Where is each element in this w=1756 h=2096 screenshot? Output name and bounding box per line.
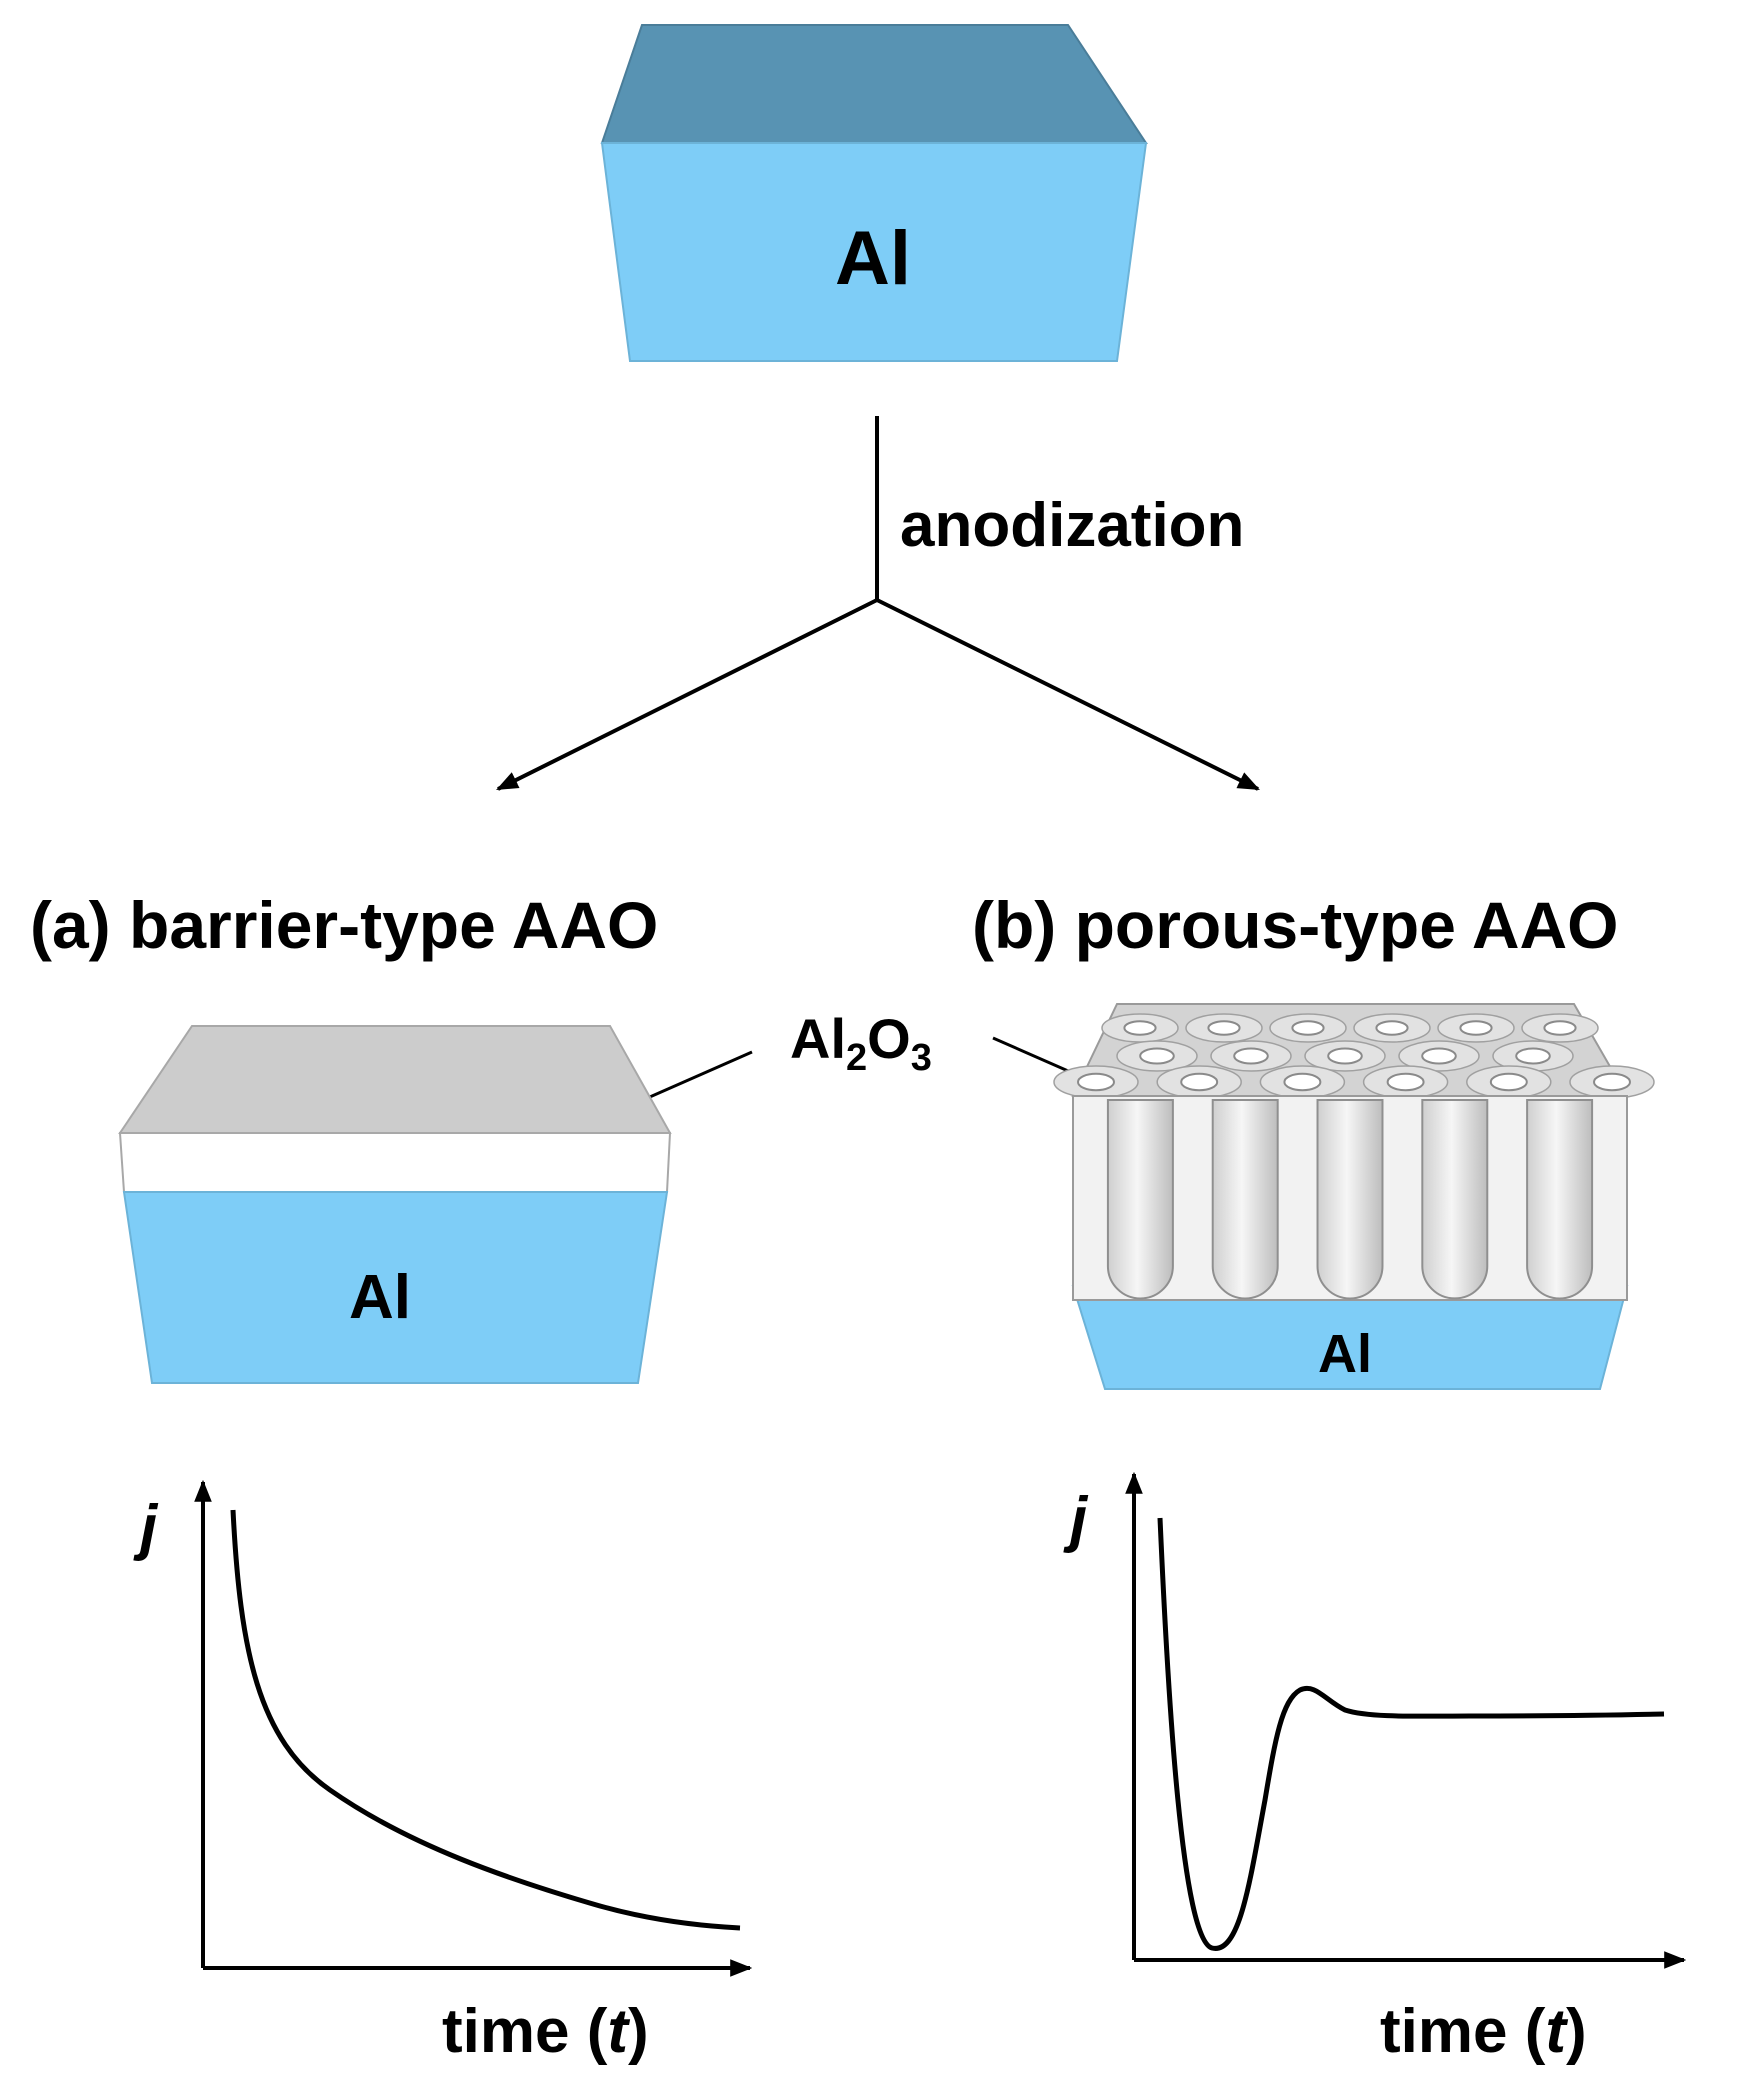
pore-opening bbox=[1291, 1020, 1325, 1036]
pore-opening bbox=[1386, 1072, 1425, 1092]
pore-opening bbox=[1233, 1047, 1269, 1065]
chart-a: j time (t) bbox=[133, 1479, 753, 2066]
chart-a-xlabel-prefix: time ( bbox=[442, 1997, 608, 2066]
chart-a-ylabel: j bbox=[133, 1493, 159, 1562]
porous-al-label: Al bbox=[1318, 1324, 1372, 1384]
porous-pores bbox=[1106, 1099, 1594, 1300]
panel-b-title: (b) porous-type AAO bbox=[972, 888, 1619, 962]
chart-a-xlabel-var: t bbox=[607, 1997, 630, 2066]
chart-b-xlabel-suffix: ) bbox=[1566, 1997, 1587, 2066]
pore-opening bbox=[1421, 1047, 1457, 1065]
barrier-al-face bbox=[122, 1191, 669, 1384]
chart-b: j time (t) bbox=[1063, 1471, 1687, 2066]
pore-opening bbox=[1489, 1072, 1528, 1092]
pore-opening bbox=[1593, 1072, 1631, 1092]
anodization-branch: anodization bbox=[496, 416, 1260, 791]
oxide-label-group: Al2O3 bbox=[601, 1007, 1149, 1120]
oxide-label-al: Al bbox=[790, 1007, 846, 1070]
pore-channel bbox=[1526, 1099, 1594, 1300]
pore-opening bbox=[1515, 1047, 1551, 1065]
barrier-al-label: Al bbox=[349, 1263, 411, 1332]
porous-cell-tops bbox=[1053, 1013, 1655, 1099]
pore-channel bbox=[1106, 1099, 1174, 1300]
barrier-block: Al bbox=[118, 1025, 672, 1384]
oxide-label-sub2: 3 bbox=[911, 1037, 932, 1079]
pore-channel bbox=[1421, 1099, 1489, 1300]
porous-block: Al bbox=[1053, 1003, 1655, 1390]
oxide-label: Al2O3 bbox=[790, 1007, 932, 1079]
top-al-label: Al bbox=[835, 216, 911, 301]
pore-opening bbox=[1459, 1020, 1493, 1036]
barrier-oxide-side-face bbox=[118, 1132, 672, 1193]
panel-a-title: (a) barrier-type AAO bbox=[30, 888, 658, 962]
chart-b-xlabel-prefix: time ( bbox=[1380, 1997, 1546, 2066]
top-al-block-top-face bbox=[600, 24, 1148, 144]
pore-opening bbox=[1180, 1072, 1219, 1092]
branch-arrow-left bbox=[496, 598, 878, 791]
top-al-block-front-face bbox=[600, 142, 1148, 362]
pore-opening bbox=[1207, 1020, 1241, 1036]
oxide-label-o: O bbox=[867, 1007, 911, 1070]
pore-opening bbox=[1139, 1047, 1175, 1065]
chart-a-xlabel-suffix: ) bbox=[628, 1997, 649, 2066]
barrier-oxide-top-face bbox=[118, 1025, 672, 1134]
top-al-block: Al bbox=[600, 24, 1148, 362]
pore-opening bbox=[1327, 1047, 1363, 1065]
chart-a-current-curve bbox=[230, 1509, 741, 1931]
pore-opening bbox=[1543, 1020, 1577, 1036]
branch-arrow-right bbox=[876, 598, 1260, 791]
chart-b-ylabel: j bbox=[1063, 1485, 1089, 1554]
chart-b-current-curve bbox=[1157, 1517, 1665, 1951]
anodization-label: anodization bbox=[900, 491, 1244, 560]
pore-channel bbox=[1316, 1099, 1384, 1300]
pore-opening bbox=[1375, 1020, 1409, 1036]
pore-opening bbox=[1283, 1072, 1322, 1092]
chart-b-xlabel: time (t) bbox=[1380, 1997, 1587, 2066]
chart-b-xlabel-var: t bbox=[1545, 1997, 1568, 2066]
pore-opening bbox=[1077, 1072, 1115, 1092]
oxide-label-sub1: 2 bbox=[846, 1037, 867, 1079]
pore-opening bbox=[1123, 1020, 1157, 1036]
chart-a-xlabel: time (t) bbox=[442, 1997, 649, 2066]
pore-channel bbox=[1211, 1099, 1279, 1300]
